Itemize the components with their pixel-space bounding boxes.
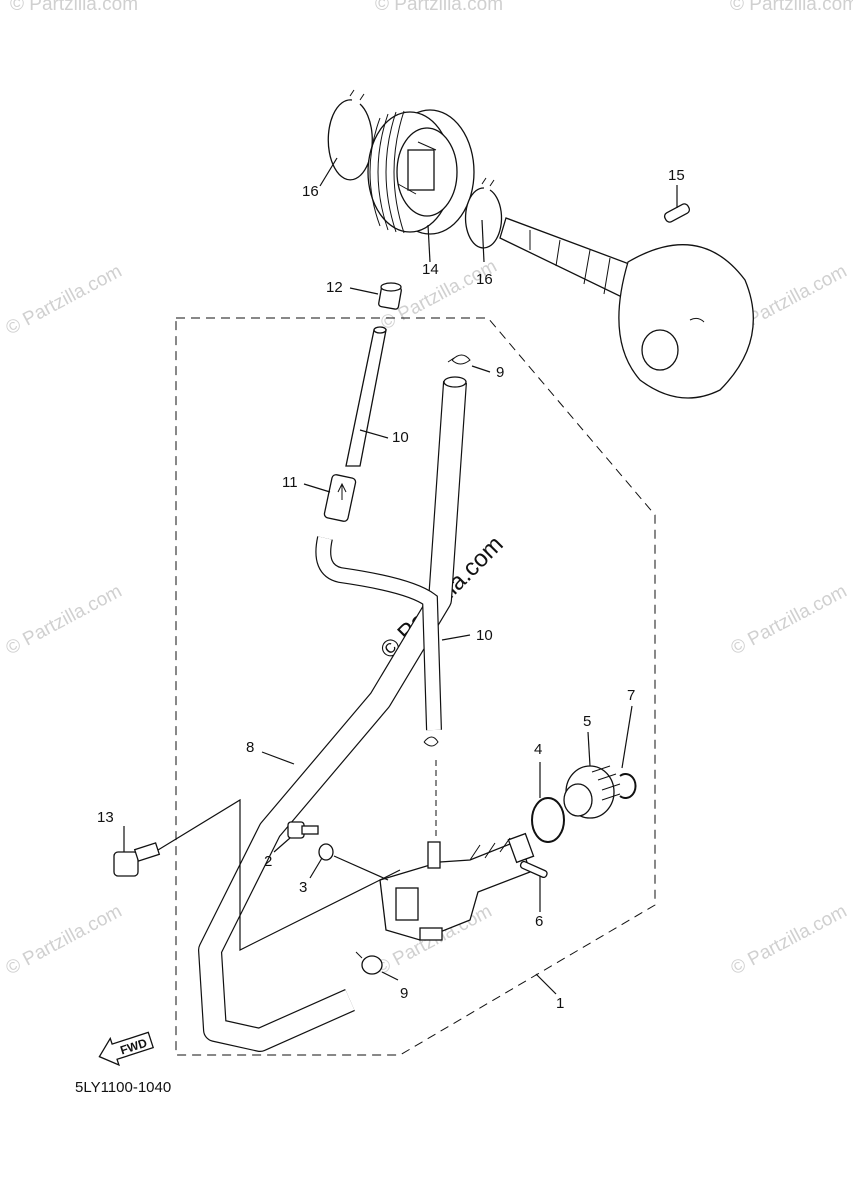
callout-labels: 16 14 16 15 12 9 10 11 10 8 13 2 3 4 5 7… [97,167,685,1012]
watermark: © Partzilla.com [2,901,125,980]
dowel-pin [663,203,691,223]
fwd-arrow: FWD [98,1031,155,1067]
shaft-assembly [499,217,754,399]
callout-12: 12 [326,279,343,296]
callout-15: 15 [668,167,685,184]
hose-clip-lower [355,951,383,975]
callout-6: 6 [535,913,543,930]
callout-2: 2 [264,853,272,870]
callout-4: 4 [534,741,542,758]
hose-clip-upper [447,354,471,365]
hose-cap [378,282,402,310]
callout-10: 10 [476,627,493,644]
callout-16-right: 16 [476,271,493,288]
callout-9-bottom: 9 [400,985,408,1002]
watermark: © Partzilla.com [2,581,125,660]
vent-tube-upper [345,326,387,467]
watermark: © Partzilla.com [727,581,850,660]
hose-clip-middle [423,736,439,747]
hose-bracket-bolt [113,842,161,877]
callout-5: 5 [583,713,591,730]
pulley [367,109,475,235]
oil-pump [379,832,535,941]
callout-16-left: 16 [302,183,319,200]
callout-9-upper: 9 [496,364,504,381]
pump-pin [519,860,548,879]
callout-10-upper: 10 [392,429,409,446]
callout-7: 7 [627,687,635,704]
callout-1: 1 [556,995,564,1012]
callout-13: 13 [97,809,114,826]
callout-14: 14 [422,261,439,278]
e-clip [619,773,637,799]
check-valve [323,474,357,522]
assembly-boundary [175,317,656,1056]
watermark: © Partzilla.com [10,0,138,15]
callout-3: 3 [299,879,307,896]
diagram-code: 5LY1100-1040 [75,1079,171,1096]
callout-8: 8 [246,739,254,756]
vent-tube-lower [315,536,442,731]
watermark: © Partzilla.com [730,0,853,15]
circlip-right [464,177,503,249]
watermark: © Partzilla.com [375,0,503,15]
callout-11: 11 [282,474,298,491]
drive-gear [563,765,621,819]
watermark: © Partzilla.com [2,261,125,340]
leader-lines [123,157,678,995]
o-ring [531,797,565,843]
washer [318,843,334,861]
watermark: © Partzilla.com [727,901,850,980]
circlip-left [327,89,373,181]
pump-bolt [287,821,319,839]
